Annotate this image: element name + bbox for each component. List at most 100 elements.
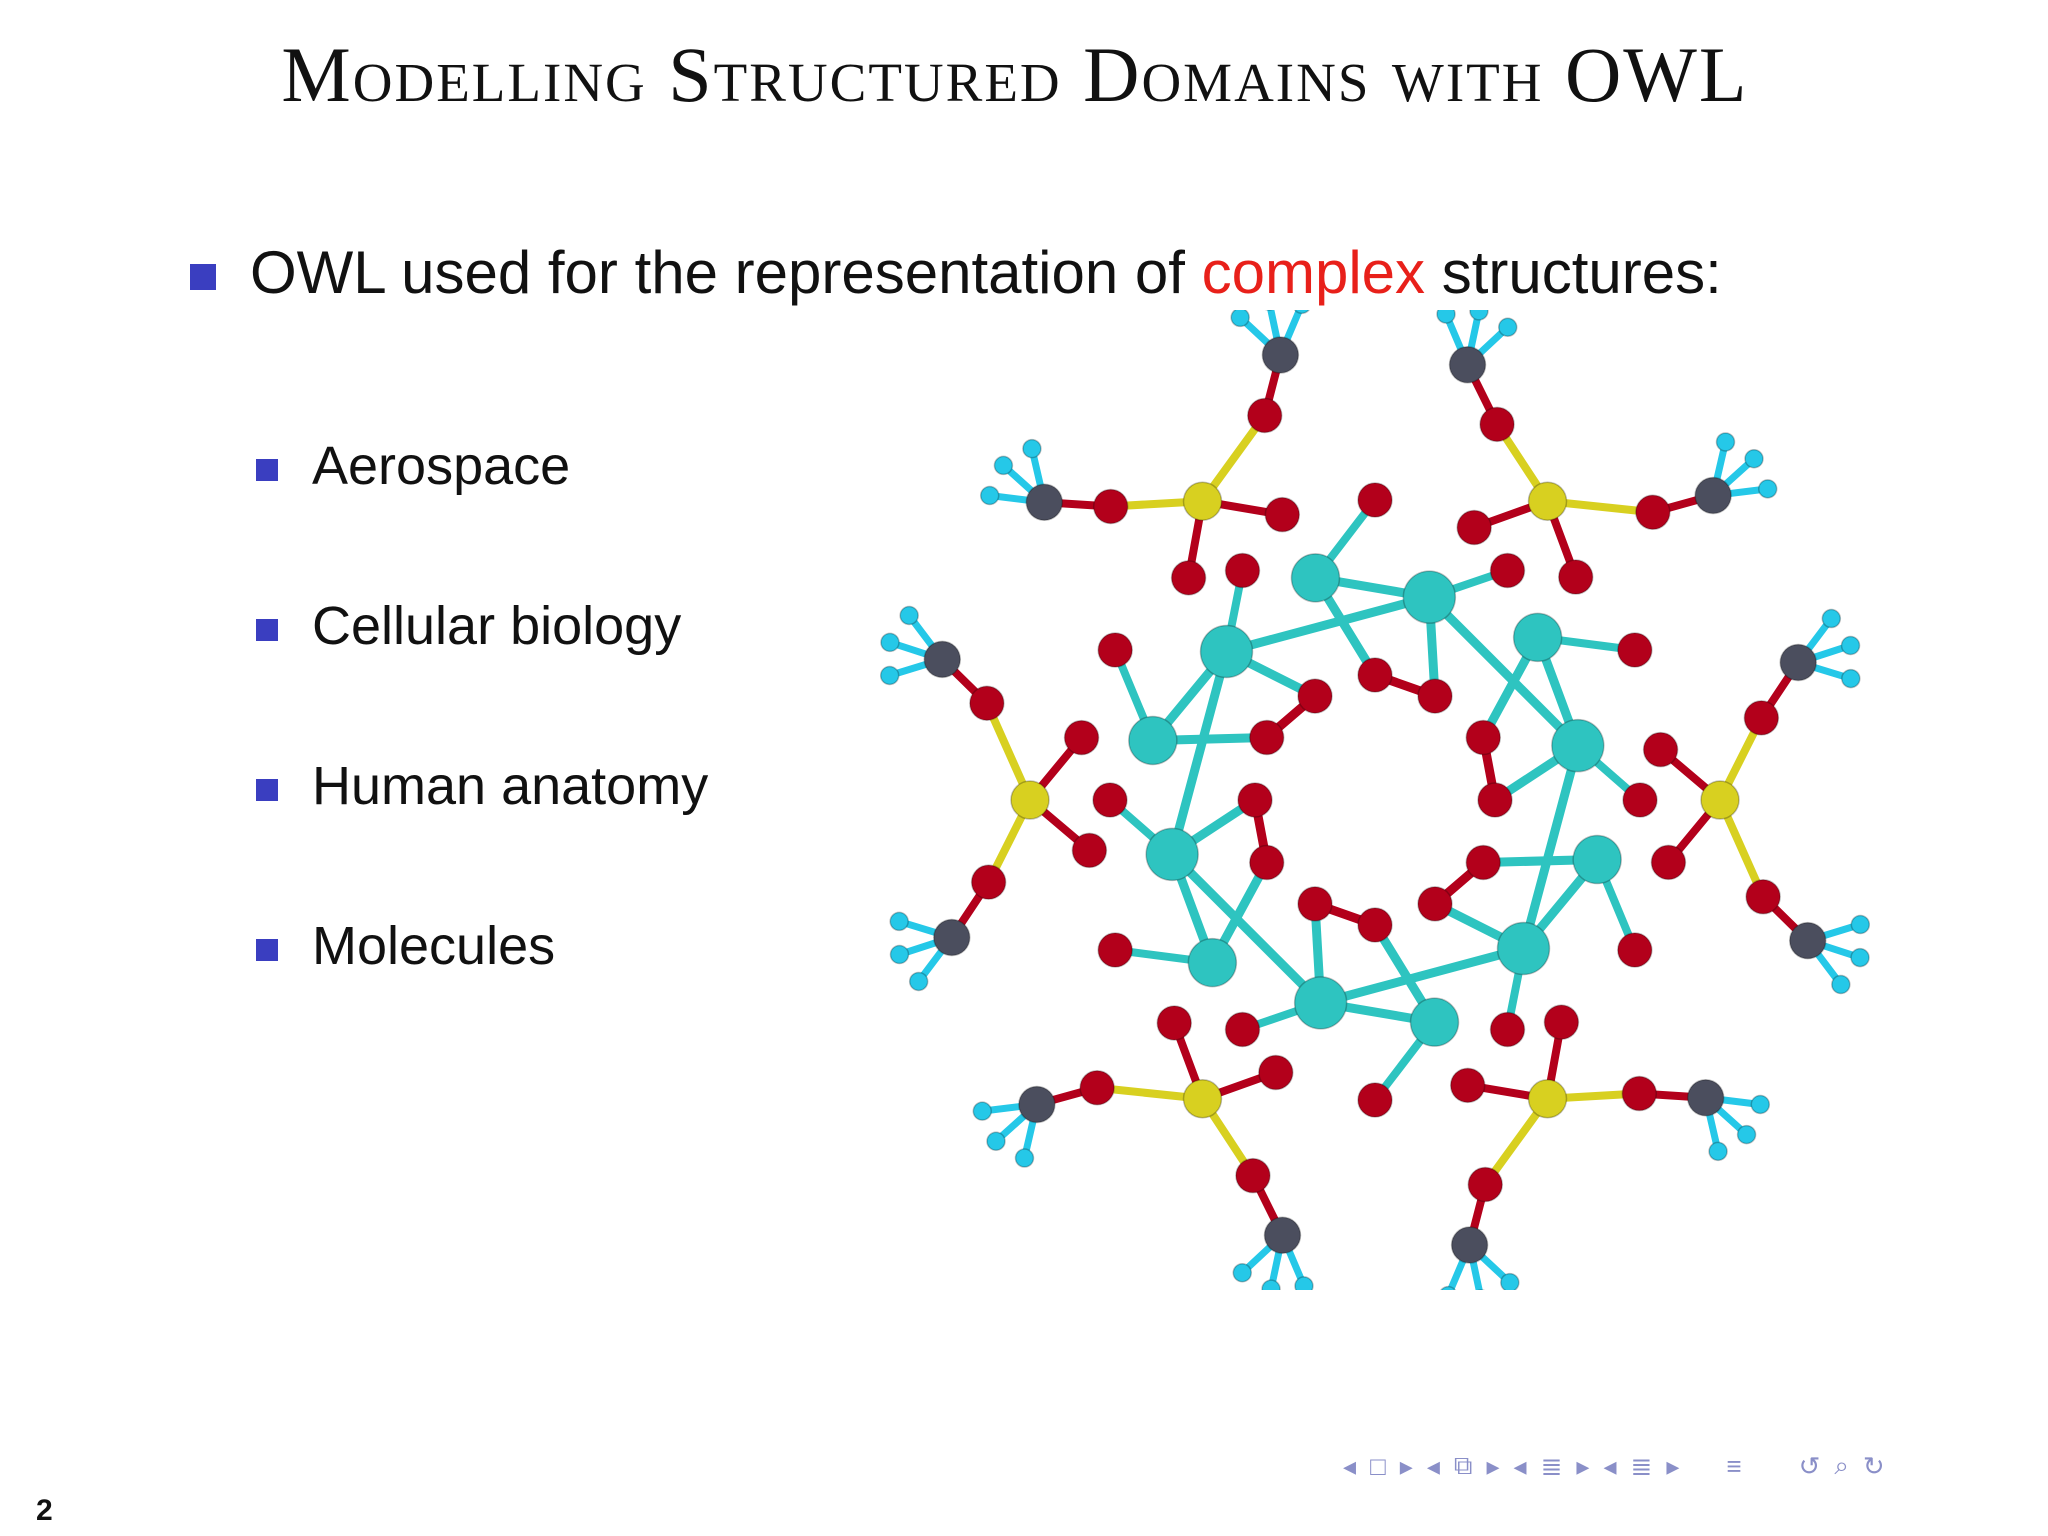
subsection-icon[interactable]: ⧉ xyxy=(1453,1450,1473,1480)
arrow-left-icon[interactable]: ◂ xyxy=(1343,1450,1357,1481)
sub-bullet-label: Molecules xyxy=(312,916,556,976)
oxygen-atom xyxy=(1235,1157,1271,1194)
sub-bullet-label: Cellular biology xyxy=(312,596,682,656)
sub-bullet-label: Aerospace xyxy=(312,436,571,496)
oxygen-atom xyxy=(1621,1075,1658,1112)
oxygen-atom xyxy=(1467,1166,1504,1203)
metal-atom xyxy=(1551,718,1605,773)
hydrogen-atom xyxy=(1500,1272,1520,1290)
oxygen-atom xyxy=(1092,488,1129,525)
hydrogen-atom xyxy=(986,1131,1006,1152)
carbon-atom xyxy=(1694,476,1732,515)
sulfur-atom xyxy=(1527,1079,1568,1119)
oxygen-atom xyxy=(1248,719,1285,756)
bond xyxy=(1518,741,1583,953)
sulfur-atom xyxy=(1010,780,1050,820)
bond xyxy=(1424,592,1583,751)
arrow-left-icon[interactable]: ◂ xyxy=(1603,1450,1617,1481)
oxygen-atom xyxy=(1156,1005,1193,1041)
bond xyxy=(1167,849,1326,1008)
slide-title: Modelling Structured Domains with OWL xyxy=(281,31,1749,118)
oxygen-atom xyxy=(1743,700,1780,736)
hydrogen-atom xyxy=(1744,448,1764,469)
hydrogen-atom xyxy=(993,455,1014,476)
oxygen-atom xyxy=(1635,494,1671,531)
sulfur-atom xyxy=(1182,481,1223,521)
bullet-square-icon xyxy=(190,263,216,290)
hydrogen-atom xyxy=(1850,947,1870,968)
oxygen-atom xyxy=(1456,509,1492,546)
oxygen-atom xyxy=(1224,552,1261,589)
hydrogen-atom xyxy=(1831,974,1851,995)
arrow-right-icon[interactable]: ▸ xyxy=(1399,1450,1413,1481)
sulfur-atom xyxy=(1700,780,1740,820)
oxygen-atom xyxy=(1557,559,1594,595)
bullet-square-icon xyxy=(256,619,278,641)
carbon-atom xyxy=(1450,1226,1489,1264)
oxygen-atom xyxy=(1617,632,1653,668)
bullet-square-icon xyxy=(256,939,278,961)
carbon-atom xyxy=(923,640,962,679)
metal-atom xyxy=(1187,937,1238,988)
hydrogen-atom xyxy=(1022,438,1042,459)
toc-icon[interactable]: ≣ xyxy=(1630,1450,1653,1481)
sub-bullet-human-anatomy: Human anatomy xyxy=(256,755,708,817)
hydrogen-atom xyxy=(1497,317,1518,337)
carbon-atom xyxy=(1018,1085,1056,1124)
oxygen-atom xyxy=(1297,678,1333,714)
hydrogen-atom xyxy=(1293,310,1310,315)
oxygen-atom xyxy=(1357,1082,1393,1118)
section-icon[interactable]: ≣ xyxy=(1540,1450,1563,1481)
arrow-right-icon[interactable]: ▸ xyxy=(1576,1450,1590,1481)
frame-icon[interactable]: □ xyxy=(1370,1450,1386,1481)
oxygen-atom xyxy=(1642,731,1679,768)
oxygen-atom xyxy=(1449,1067,1486,1104)
sub-bullet-cellular-biology: Cellular biology xyxy=(256,595,681,657)
oxygen-atom xyxy=(1622,782,1658,818)
page-number: 2 xyxy=(36,1494,53,1527)
oxygen-atom xyxy=(1071,832,1108,869)
oxygen-atom xyxy=(1465,844,1502,881)
oxygen-atom xyxy=(969,685,1005,721)
oxygen-atom xyxy=(1097,632,1133,668)
carbon-atom xyxy=(1448,345,1487,384)
oxygen-atom xyxy=(1248,844,1285,881)
search-icon[interactable]: ⌕ xyxy=(1834,1450,1849,1480)
main-bullet-suffix: structures: xyxy=(1425,239,1722,306)
arrow-left-icon[interactable]: ◂ xyxy=(1426,1450,1440,1481)
arrow-right-icon[interactable]: ▸ xyxy=(1486,1450,1500,1481)
hydrogen-atom xyxy=(979,485,1000,506)
arrow-right-icon[interactable]: ▸ xyxy=(1666,1450,1680,1481)
metal-atom xyxy=(1572,834,1622,885)
arrow-left-icon[interactable]: ◂ xyxy=(1513,1450,1527,1481)
redo-icon[interactable]: ↻ xyxy=(1862,1450,1885,1481)
bond xyxy=(1167,647,1232,859)
sub-bullet-aerospace: Aerospace xyxy=(256,435,570,497)
oxygen-atom xyxy=(1224,1011,1261,1048)
oxygen-atom xyxy=(1489,1011,1526,1048)
hydrogen-atom xyxy=(1294,1276,1314,1290)
oxygen-atom xyxy=(1650,844,1687,881)
metal-atom xyxy=(1199,624,1254,679)
main-bullet-prefix: OWL used for the representation of xyxy=(250,239,1202,306)
metal-atom xyxy=(1293,976,1348,1030)
oxygen-atom xyxy=(970,864,1007,900)
oxygen-atom xyxy=(1246,397,1283,434)
oxygen-atom xyxy=(1417,678,1453,714)
hydrogen-atom xyxy=(1736,1124,1757,1145)
hydrogen-atom xyxy=(1261,1279,1281,1290)
undo-icon[interactable]: ↺ xyxy=(1798,1450,1821,1481)
align-icon[interactable]: ≡ xyxy=(1726,1450,1742,1481)
metal-atom xyxy=(1145,827,1199,882)
hydrogen-atom xyxy=(889,944,910,965)
molecule-image xyxy=(880,310,1870,1290)
oxygen-atom xyxy=(1079,1069,1115,1106)
carbon-atom xyxy=(1788,921,1827,960)
oxygen-atom xyxy=(1297,886,1333,922)
oxygen-atom xyxy=(1092,782,1128,818)
carbon-atom xyxy=(1779,643,1817,682)
hydrogen-atom xyxy=(899,605,919,626)
bond xyxy=(1222,592,1434,657)
hydrogen-atom xyxy=(908,971,929,992)
oxygen-atom xyxy=(1745,879,1781,915)
